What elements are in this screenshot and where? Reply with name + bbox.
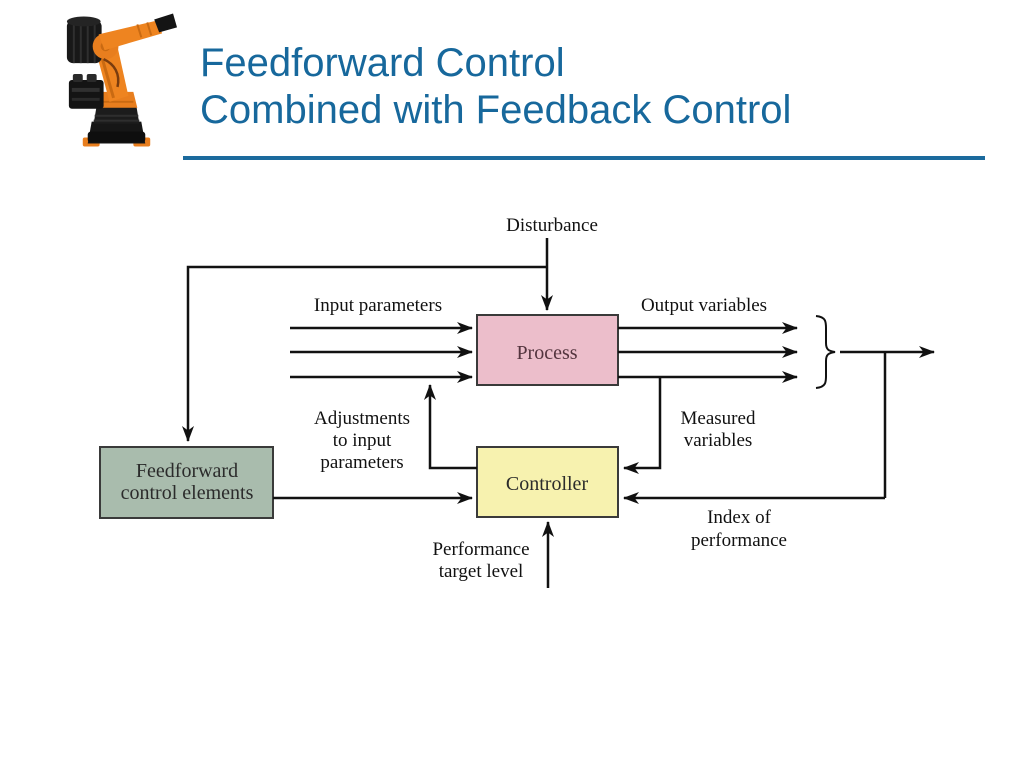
- performance-target-label-line2: target level: [439, 561, 524, 582]
- input-parameters-label: Input parameters: [314, 295, 442, 316]
- adjustments-label-line1: Adjustments: [314, 408, 410, 429]
- robot-arm-image: [66, 13, 178, 147]
- process-box: [476, 314, 619, 386]
- measured-variables-label-line2: variables: [684, 430, 753, 451]
- adjustments-arrow: [424, 384, 477, 470]
- robot-counterweight: [66, 16, 102, 64]
- performance-target-label-line1: Performance: [432, 539, 529, 560]
- page-title: Feedforward Control Combined with Feedba…: [200, 40, 791, 134]
- output-combine-brace: [815, 315, 836, 389]
- title-underline: [183, 156, 985, 160]
- page-title-line1: Feedforward Control: [200, 41, 565, 85]
- feedforward-box-label-line2: control elements: [121, 482, 254, 504]
- robot-end-effector: [154, 13, 178, 33]
- feedforward-box: [99, 446, 274, 519]
- process-box-label: Process: [516, 342, 577, 364]
- page-title-line2: Combined with Feedback Control: [200, 88, 792, 132]
- robot-cable: [103, 58, 120, 88]
- adjustments-label-line3: parameters: [320, 452, 403, 473]
- feedforward-box-label-line1: Feedforward: [136, 460, 238, 482]
- robot-motor-pack: [68, 74, 104, 109]
- robot-upper-arm-seams: [136, 22, 153, 38]
- controller-box: [476, 446, 619, 518]
- measured-variables-label-line1: Measured: [681, 408, 756, 429]
- measured-variables-arrow: [623, 378, 662, 474]
- feedforward-branch-arrow: [182, 265, 547, 442]
- adjustments-label-line2: to input: [333, 430, 392, 451]
- robot-base: [82, 105, 151, 147]
- index-of-performance-label-line1: Index of: [707, 507, 772, 528]
- disturbance-label: Disturbance: [506, 215, 598, 236]
- robot-arm-seam: [100, 55, 115, 99]
- index-of-performance-label-line2: performance: [691, 530, 787, 551]
- controller-box-label: Controller: [506, 473, 589, 495]
- output-variables-label: Output variables: [641, 295, 767, 316]
- robot-upper-arm: [98, 20, 163, 51]
